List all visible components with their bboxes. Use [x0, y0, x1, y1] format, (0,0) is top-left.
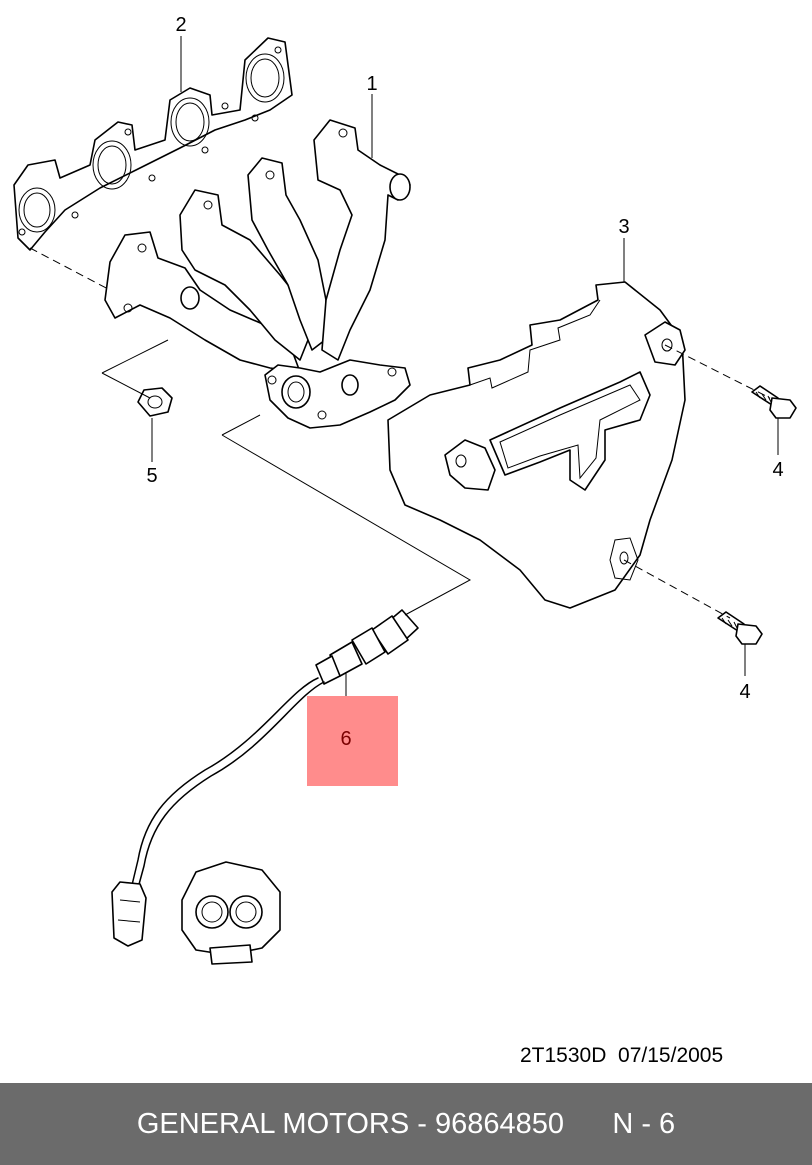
exploded-parts-diagram: 1 2 3 4 4 5 6 [13, 14, 797, 965]
gasket-part-2 [13, 37, 293, 251]
drawing-code: 2T1530D 07/15/2005 [520, 1044, 724, 1067]
callout-2: 2 [175, 14, 186, 36]
footer-text: GENERAL MOTORS - 96864850 N - 6 [136, 1108, 676, 1140]
callout-6: 6 [340, 728, 351, 750]
exhaust-manifold-part-1 [104, 119, 411, 429]
footer-bar: GENERAL MOTORS - 96864850 N - 6 [0, 1083, 812, 1165]
nut-part-5 [137, 387, 173, 417]
callout-5: 5 [146, 465, 157, 487]
callout-1: 1 [366, 73, 377, 95]
callout-4-upper: 4 [772, 459, 783, 481]
callout-4-lower: 4 [739, 681, 750, 703]
bolt-part-4-lower [717, 611, 763, 645]
oxygen-sensor-part-6 [111, 609, 419, 965]
leader-lines [29, 36, 779, 720]
callout-3: 3 [618, 216, 629, 238]
bolt-part-4-upper [751, 385, 797, 419]
highlight-box [307, 696, 398, 786]
heat-shield-part-3 [387, 281, 686, 609]
